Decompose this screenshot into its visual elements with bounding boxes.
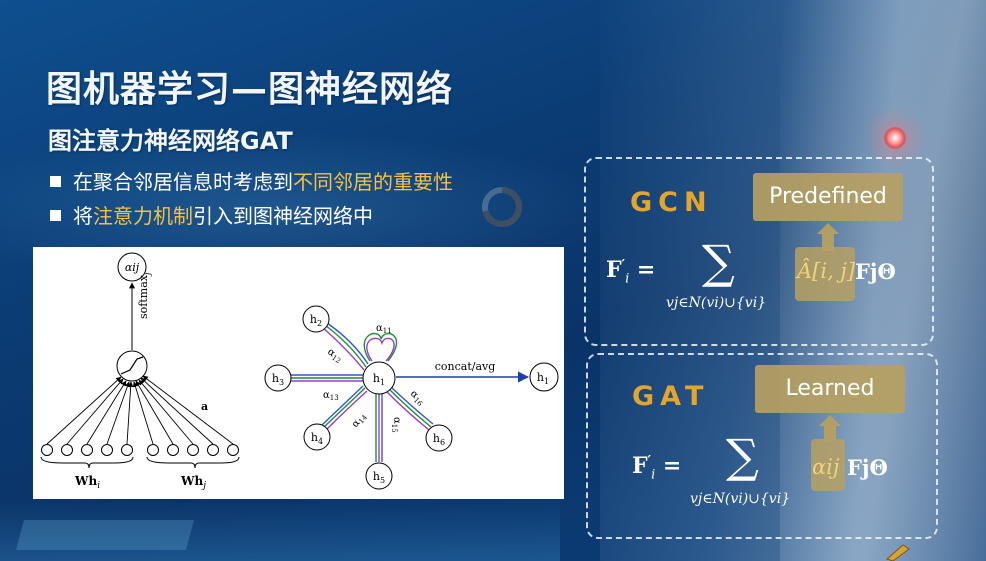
laser-pointer-dot — [884, 127, 906, 149]
pen-tool-icon[interactable] — [885, 543, 911, 561]
weight-highlight-box — [795, 247, 855, 301]
attention-mechanism: αij softmaxj — [40, 252, 240, 491]
gat-lhs: F′i = — [632, 453, 682, 483]
bottom-decoration — [0, 500, 560, 561]
edge-label-a13: α13 — [323, 390, 339, 402]
node-h2 — [302, 305, 330, 333]
gat-label: GAT — [632, 381, 710, 412]
bottom-decoration-bar — [15, 520, 195, 550]
node-h6-label: h6 — [433, 432, 445, 447]
gcn-panel: GCN Predefined F′i = ∑ vj∈N(vi)∪{vi} Â[i… — [584, 157, 934, 346]
gcn-lhs: F′i = — [606, 257, 656, 287]
bullet-item: 在聚合邻居信息时考虑到不同邻居的重要性 — [50, 166, 453, 195]
edge-label-a15: α15 — [390, 417, 402, 433]
slide-title: 图机器学习—图神经网络 — [46, 69, 454, 110]
bullet-text: 在聚合邻居信息时考虑到 — [73, 170, 293, 194]
attention-edges — [285, 322, 434, 462]
concat-label: concat/avg — [435, 360, 496, 373]
learned-tag: Learned — [755, 365, 905, 413]
node-h4 — [303, 423, 331, 451]
bullet-text: 将 — [73, 204, 93, 228]
node-h3-label: h3 — [272, 372, 284, 387]
alpha-highlight-box — [811, 439, 845, 491]
learned-arrow-stem — [824, 425, 836, 441]
slide-subtitle: 图注意力神经网络GAT — [48, 127, 293, 155]
bullet-square-icon — [50, 210, 61, 221]
gat-sum-subscript: vj∈N(vi)∪{vi} — [690, 491, 791, 507]
node-h6 — [425, 424, 453, 452]
bullet-highlight: 注意力机制 — [93, 204, 193, 228]
node-h2-label: h2 — [310, 313, 322, 328]
learned-arrow-icon — [819, 415, 841, 426]
node-h4-label: h4 — [311, 431, 323, 446]
gcn-rest: FjΘ — [855, 259, 896, 284]
brace-j — [146, 456, 240, 469]
predefined-arrow-icon — [817, 223, 839, 234]
attention-vector-label: a — [201, 400, 208, 413]
leakyrelu-icon — [120, 356, 144, 375]
node-output-label: h1 — [537, 371, 549, 386]
predefined-tag: Predefined — [753, 173, 903, 221]
gat-panel: GAT Learned F′i = ∑ vj∈N(vi)∪{vi} αij Fj… — [586, 353, 938, 539]
input-nodes-j — [147, 444, 239, 456]
edge-label-a11: α11 — [376, 323, 392, 335]
bullet-square-icon — [50, 176, 61, 187]
bullet-text-tail: 引入到图神经网络中 — [193, 204, 373, 228]
bullet-item: 将注意力机制引入到图神经网络中 — [50, 200, 373, 229]
gcn-weight: Â[i, j] — [797, 259, 856, 283]
edge-label-a14: α14 — [350, 410, 370, 430]
gat-rest: FjΘ — [847, 455, 888, 480]
alpha-output-node — [117, 252, 147, 282]
brace-i — [40, 456, 134, 469]
node-h1 — [362, 361, 396, 395]
gcn-label: GCN — [630, 187, 713, 218]
node-h3 — [264, 364, 292, 392]
wh-i-label: Whi — [74, 474, 100, 491]
predefined-arrow-stem — [822, 233, 834, 251]
gcn-sum-subscript: vj∈N(vi)∪{vi} — [666, 295, 767, 311]
gcn-sum-sign: ∑ — [702, 235, 735, 289]
input-nodes-i — [41, 444, 133, 456]
gat-figure: αij softmaxj — [33, 247, 564, 499]
gat-sum-sign: ∑ — [726, 429, 759, 483]
node-h5 — [365, 462, 393, 490]
loading-spinner-icon — [482, 187, 523, 227]
alpha-output-label: αij — [125, 261, 140, 274]
node-h1-label: h1 — [373, 372, 385, 387]
node-h5-label: h5 — [373, 470, 385, 485]
bullet-highlight: 不同邻居的重要性 — [293, 170, 453, 194]
background-waterfall — [600, 0, 986, 561]
node-output — [529, 362, 559, 392]
gat-weight: αij — [812, 455, 840, 479]
gat-diagram: αij softmaxj — [40, 252, 559, 491]
edge-label-a12: α12 — [325, 346, 345, 365]
multihead-graph: concat/avg h1 h2 h3 h4 h5 h6 h1 α11 α12 — [264, 305, 559, 490]
softmax-label: softmaxj — [137, 272, 152, 319]
wh-j-label: Whj — [180, 474, 206, 491]
attention-weights-lines — [46, 375, 234, 445]
